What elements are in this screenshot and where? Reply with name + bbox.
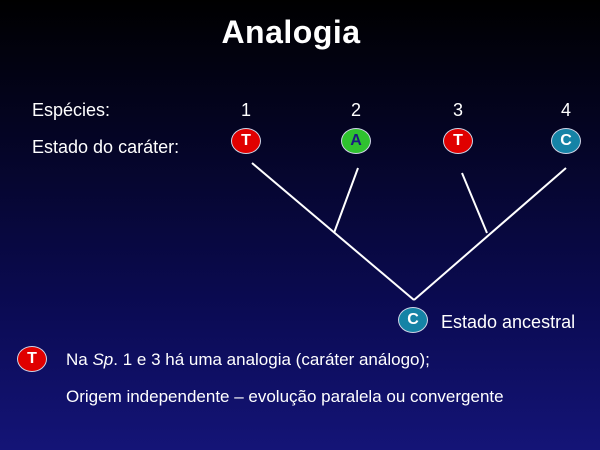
species-number-3: 3 bbox=[452, 100, 463, 120]
ancestral-state-badge: C bbox=[398, 307, 428, 333]
ancestral-state-label: Estado ancestral bbox=[441, 312, 576, 332]
branch-species-1 bbox=[251, 162, 415, 301]
state-badge-species-4: C bbox=[551, 128, 581, 154]
species-number-2: 2 bbox=[350, 100, 361, 120]
legend-line-2: Origem independente – evolução paralela … bbox=[66, 387, 504, 406]
character-state-row-label: Estado do caráter: bbox=[32, 137, 180, 157]
branch-species-3 bbox=[461, 172, 488, 234]
state-badge-species-2: A bbox=[341, 128, 371, 154]
legend-badge: T bbox=[17, 346, 47, 372]
state-badge-species-1: T bbox=[231, 128, 261, 154]
species-number-4: 4 bbox=[560, 100, 571, 120]
legend-line-1: Na Sp. 1 e 3 há uma analogia (caráter an… bbox=[66, 350, 430, 369]
state-badge-species-3: T bbox=[443, 128, 473, 154]
species-number-1: 1 bbox=[240, 100, 251, 120]
branch-species-2 bbox=[333, 167, 359, 234]
slide-title: Analogia bbox=[221, 14, 361, 50]
species-row-label: Espécies: bbox=[32, 100, 111, 120]
branch-species-4 bbox=[413, 167, 567, 301]
